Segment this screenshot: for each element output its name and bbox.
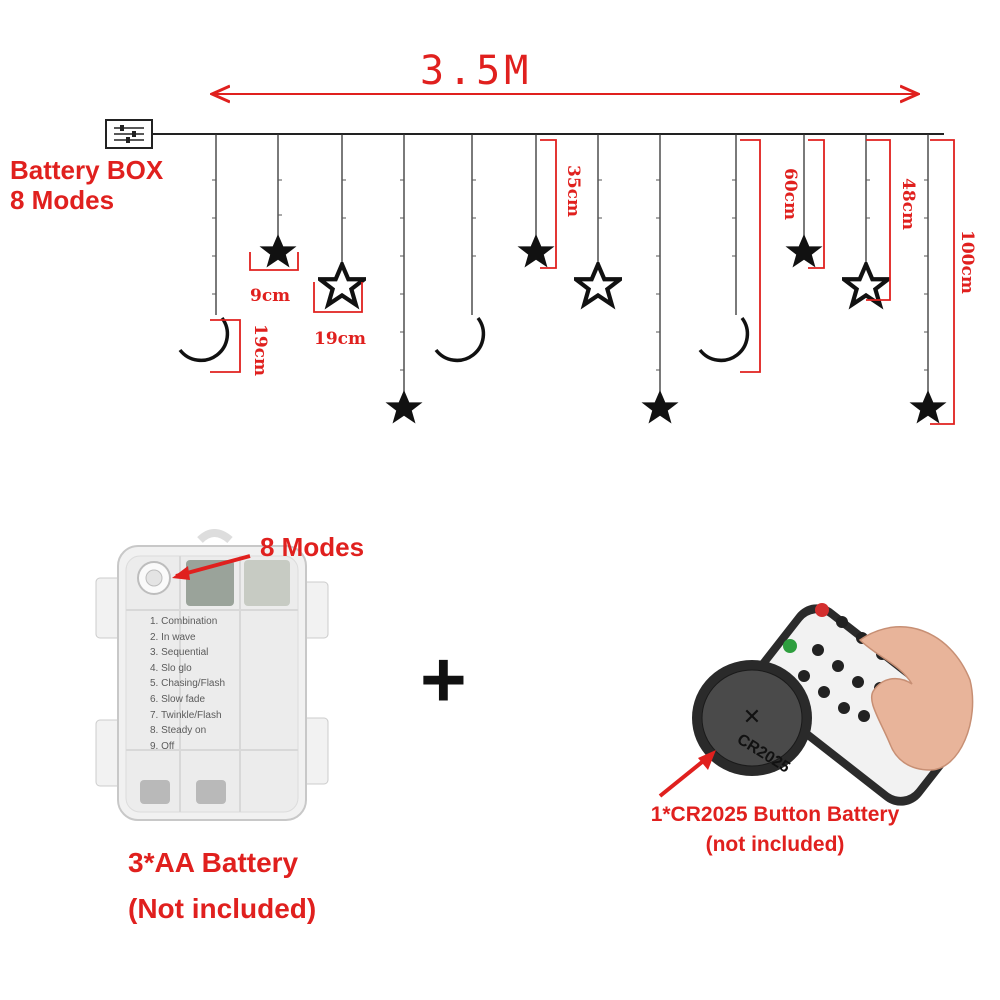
mode-item: 1. Combination xyxy=(150,616,218,627)
dim-short-strand: 35cm xyxy=(563,165,583,217)
outline-star-icon xyxy=(844,264,888,304)
moon-icon xyxy=(178,316,230,363)
remote-control xyxy=(750,603,974,806)
power-on-button-icon xyxy=(815,603,829,617)
cr2025-battery-title: 1*CR2025 Button Battery xyxy=(650,803,900,826)
modes-arrowhead-icon xyxy=(172,566,190,580)
led-ticks xyxy=(212,179,928,371)
coin-battery: CR2025 ✕ xyxy=(692,660,812,777)
dimension-brackets xyxy=(210,139,955,425)
mode-item: 3. Sequential xyxy=(150,647,209,659)
mode-item: 5. Chasing/Flash xyxy=(150,678,226,690)
filled-star-icon xyxy=(909,390,947,424)
mode-item: 7. Twinkle/Flash xyxy=(150,709,222,721)
cr2025-battery-label: 1*CR2025 Button Battery (not included) xyxy=(610,800,940,860)
mode-item: 8. Steady on xyxy=(150,725,207,737)
plus-sign: + xyxy=(420,635,467,724)
battery-box-title: Battery BOX xyxy=(10,155,164,185)
outline-star-icon xyxy=(320,264,364,304)
mode-list: 1. Combination 2. In wave 3. Sequential … xyxy=(150,614,225,754)
aa-battery-note: (Not included) xyxy=(128,893,317,924)
modes-callout: 8 Modes xyxy=(260,532,365,562)
coin-arrowhead-icon xyxy=(698,750,716,770)
dim-long-strand: 100cm xyxy=(957,230,977,294)
strand-wires xyxy=(215,134,929,392)
mode-item: 6. Slow fade xyxy=(150,693,206,705)
battery-box-modes: 8 Modes xyxy=(10,185,115,215)
dim-mid-strand: 60cm xyxy=(780,168,800,220)
power-off-button-icon xyxy=(783,639,797,653)
dim-outline-star-width: 19cm xyxy=(314,329,366,349)
battery-box-label: Battery BOX 8 Modes xyxy=(10,155,163,215)
hand-icon xyxy=(858,626,974,771)
mode-item: 9. Off xyxy=(150,740,175,752)
moon-icon xyxy=(698,316,750,363)
dim-star-width: 9cm xyxy=(250,286,290,306)
moon-icon xyxy=(434,316,486,363)
svg-text:✕: ✕ xyxy=(743,704,761,729)
dim-moon-height: 19cm xyxy=(250,324,270,376)
aa-battery-label: 3*AA Battery (Not included) xyxy=(128,840,316,932)
filled-star-icon xyxy=(517,234,555,268)
aa-battery-title: 3*AA Battery xyxy=(128,847,299,878)
mode-item: 4. Slo glo xyxy=(150,662,192,674)
filled-star-icon xyxy=(641,390,679,424)
battery-box-icon xyxy=(105,119,153,149)
battery-box-product xyxy=(95,529,329,821)
outline-star-icon xyxy=(576,264,620,304)
filled-star-icon xyxy=(259,234,297,268)
filled-star-icon xyxy=(385,390,423,424)
cr2025-battery-note: (not included) xyxy=(705,833,845,856)
dim-star-strand: 48cm xyxy=(898,178,918,230)
mode-item: 2. In wave xyxy=(150,631,196,643)
filled-star-icon xyxy=(785,234,823,268)
